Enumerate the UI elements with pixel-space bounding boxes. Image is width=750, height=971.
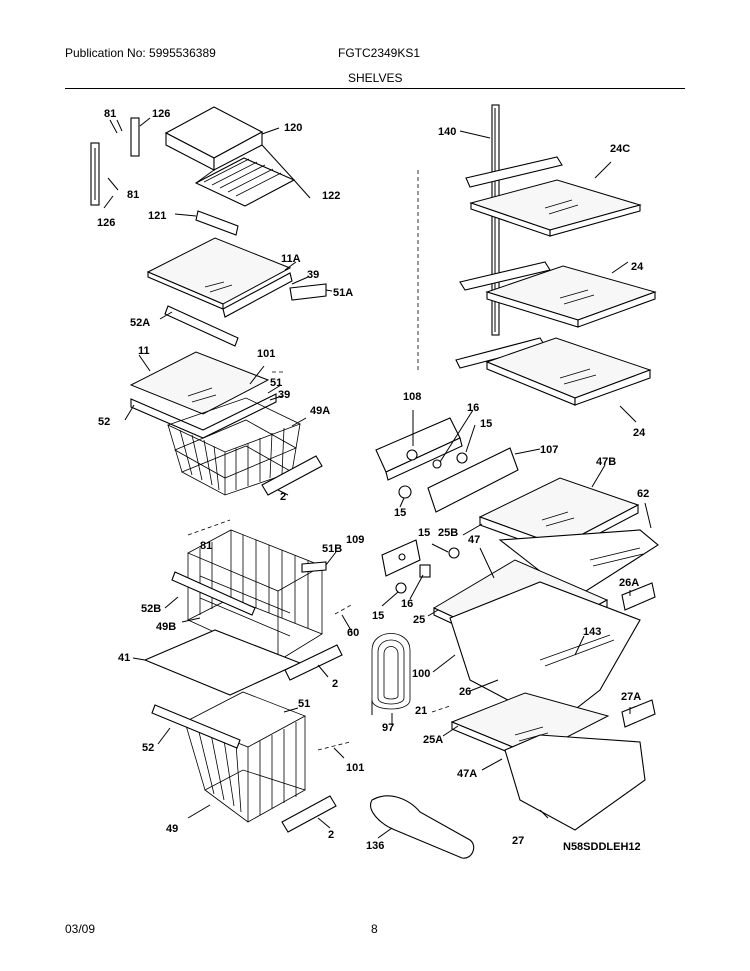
callout-143: 143	[583, 626, 601, 638]
glass-shelf-11	[124, 351, 286, 439]
callout-15: 15	[480, 418, 492, 430]
light-bulbs	[395, 409, 476, 594]
callout-120: 120	[284, 122, 302, 134]
callout-107: 107	[540, 444, 558, 456]
heater-coil-97	[371, 633, 451, 725]
callout-52b: 52B	[141, 603, 161, 615]
callout-51: 51	[298, 698, 310, 710]
callout-121: 121	[148, 210, 166, 222]
light-socket-109	[381, 539, 449, 607]
callout-24: 24	[633, 427, 646, 439]
section-title: SHELVES	[348, 71, 403, 85]
page-number: 8	[371, 922, 378, 936]
callout-25a: 25A	[423, 734, 443, 746]
light-housing-108	[375, 410, 463, 481]
callout-11: 11	[138, 345, 150, 357]
callout-15: 15	[394, 507, 406, 519]
callout-2: 2	[332, 678, 338, 690]
freezer-basket-49	[151, 691, 351, 823]
cover-support-121	[174, 210, 239, 236]
callout-140: 140	[438, 126, 456, 138]
callout-2: 2	[280, 491, 286, 503]
callout-16: 16	[467, 402, 479, 414]
callout-97: 97	[382, 722, 394, 734]
bracket-leader-lines	[103, 117, 280, 209]
model-number: FGTC2349KS1	[338, 46, 421, 60]
drawer-slide-27A	[621, 699, 656, 728]
callout-81: 81	[104, 108, 116, 120]
publication-number: Publication No: 5995536389	[65, 46, 216, 60]
callout-15: 15	[372, 610, 384, 622]
callout-49: 49	[166, 823, 178, 835]
callout-100: 100	[412, 668, 430, 680]
callout-47a: 47A	[457, 768, 477, 780]
callout-126: 126	[97, 217, 115, 229]
callout-25b: 25B	[438, 527, 458, 539]
glass-shelf-24-lower	[455, 337, 652, 423]
callout-81: 81	[127, 189, 139, 201]
callout-101: 101	[257, 348, 275, 360]
callout-16: 16	[401, 598, 413, 610]
glass-shelf-11A	[146, 237, 333, 347]
callout-26: 26	[459, 686, 471, 698]
shelf-bracket-126	[90, 117, 140, 206]
callout-51b: 51B	[322, 543, 342, 555]
callout-27: 27	[512, 835, 524, 847]
callout-101: 101	[346, 762, 364, 774]
glass-shelf-24-upper	[459, 261, 657, 328]
callout-2: 2	[328, 829, 334, 841]
callout-24c: 24C	[610, 143, 630, 155]
crisper-drawer-27	[504, 734, 646, 831]
glass-shelf-24C	[465, 156, 642, 237]
callout-52: 52	[142, 742, 154, 754]
callout-39: 39	[307, 269, 319, 281]
callout-126: 126	[152, 108, 170, 120]
callout-81: 81	[200, 540, 212, 552]
callout-108: 108	[403, 391, 421, 403]
diagram-code: N58SDDLEH12	[563, 841, 641, 853]
shelf-rail-140	[417, 104, 500, 370]
callout-109: 109	[346, 534, 364, 546]
callout-27a: 27A	[621, 691, 641, 703]
crisper-pan-62	[498, 502, 659, 599]
basket-trim-2-upper	[261, 455, 323, 496]
basket-trim-2-lower	[281, 795, 337, 833]
crisper-drawer-26	[432, 581, 641, 726]
callout-26a: 26A	[619, 577, 639, 589]
light-cover-107	[427, 447, 541, 513]
crisper-cover-120	[164, 106, 311, 207]
callout-52: 52	[98, 416, 110, 428]
callout-122: 122	[322, 190, 340, 202]
callout-41: 41	[118, 652, 130, 664]
callout-62: 62	[637, 488, 649, 500]
callout-15: 15	[418, 527, 430, 539]
callout-24: 24	[631, 261, 644, 273]
callout-49a: 49A	[310, 405, 330, 417]
footer-date: 03/09	[65, 922, 96, 936]
callout-11a: 11A	[281, 253, 301, 265]
callout-49b: 49B	[156, 621, 176, 633]
callout-21: 21	[415, 705, 427, 717]
drawer-slide-26A	[621, 582, 656, 611]
callout-51: 51	[270, 377, 282, 389]
header-rule	[65, 88, 685, 89]
callout-51a: 51A	[333, 287, 353, 299]
callout-25: 25	[413, 614, 425, 626]
callout-60: 60	[347, 627, 359, 639]
callout-136: 136	[366, 840, 384, 852]
callout-39: 39	[278, 389, 290, 401]
callout-47b: 47B	[596, 456, 616, 468]
bin-136	[370, 795, 475, 859]
freezer-basket-49B	[164, 519, 354, 662]
basket-divider-41	[132, 629, 302, 696]
callout-47: 47	[468, 534, 480, 546]
basket-trim-2-middle	[284, 644, 343, 681]
callout-52a: 52A	[130, 317, 150, 329]
